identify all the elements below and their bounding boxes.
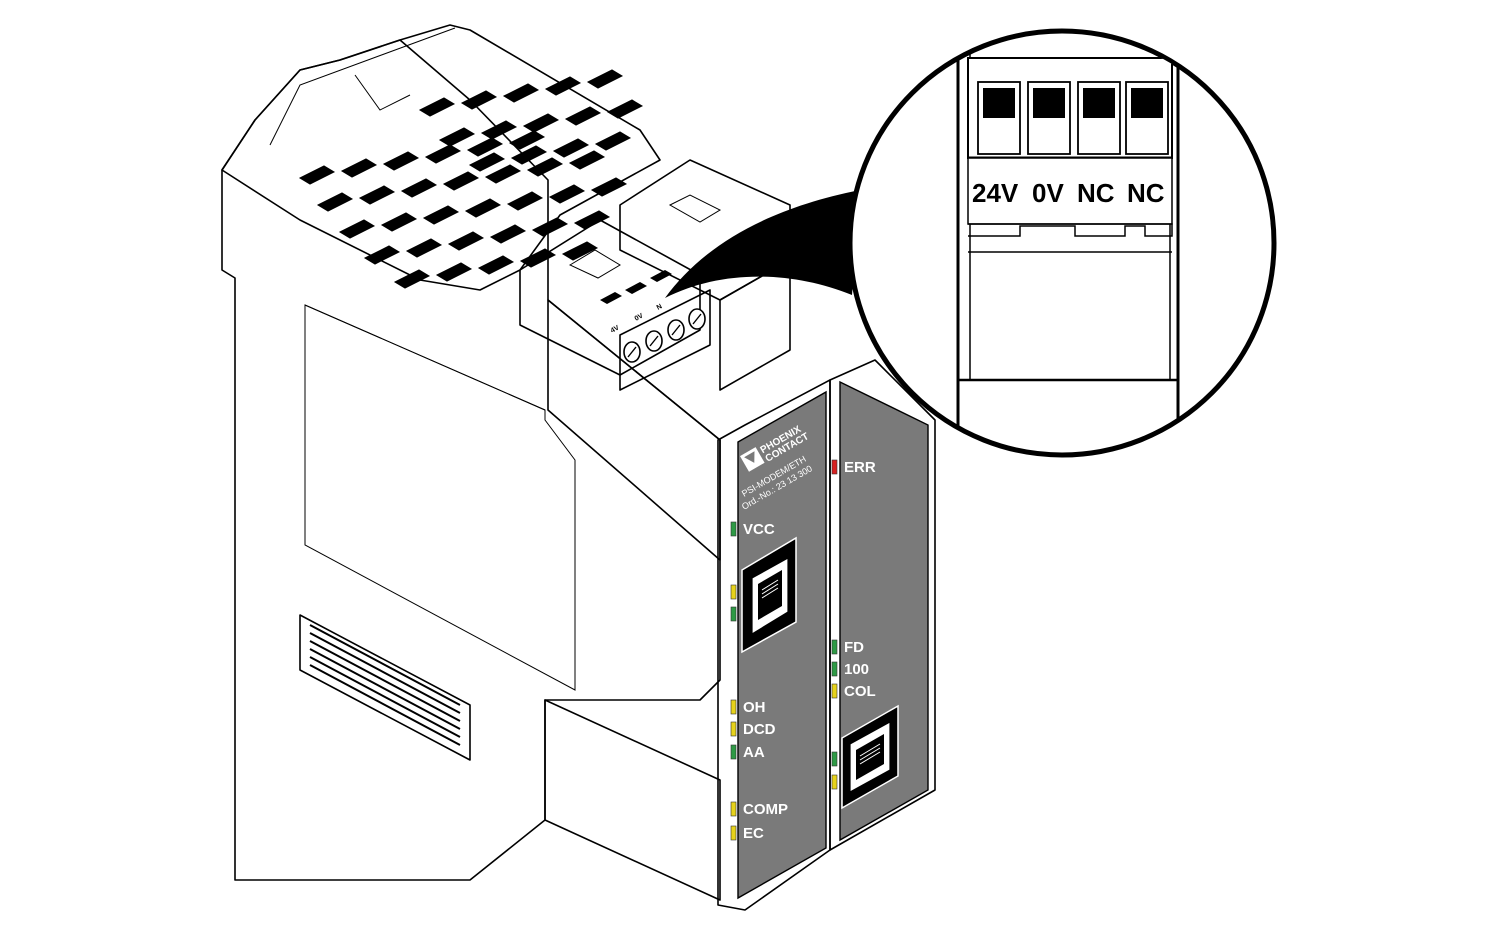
status-led [831, 639, 838, 655]
vent-slot [435, 262, 473, 282]
vent-slot [489, 224, 527, 244]
status-led [730, 721, 737, 737]
vent-slot [405, 238, 443, 258]
housing [221, 24, 721, 901]
status-led [831, 459, 838, 475]
vent-slot [590, 177, 628, 197]
vent-slot [422, 205, 460, 225]
vent-slot [552, 138, 590, 158]
status-led [730, 744, 737, 760]
vent-slot [442, 171, 480, 191]
status-led [730, 801, 737, 817]
led-label: 100 [844, 661, 869, 678]
zoom-terminal-label: 0V [1032, 178, 1064, 208]
vent-slot [298, 165, 336, 185]
status-led [831, 751, 838, 767]
zoom-terminal-label: NC [1127, 178, 1165, 208]
vent-slot [340, 158, 378, 178]
led-label: COMP [743, 801, 788, 818]
terminal-label-n: N [656, 303, 664, 312]
vent-slot [400, 178, 438, 198]
rj45-ethernet-port [841, 704, 899, 810]
status-led [730, 825, 737, 841]
vent-slot [544, 76, 582, 96]
front-module-left: PHOENIX CONTACT PSI-MODEM/ETH Ord.-No.: … [717, 379, 831, 911]
status-led [831, 683, 838, 699]
led-label: FD [844, 639, 864, 656]
vent-slot [338, 219, 376, 239]
vent-slot [548, 184, 586, 204]
led-label: DCD [743, 721, 776, 738]
zoom-terminal-opening [1083, 88, 1115, 118]
ventilation-grille [298, 69, 644, 289]
vent-slot [363, 245, 401, 265]
vent-slot [594, 131, 632, 151]
vent-slot [468, 152, 506, 172]
terminal-screws [623, 308, 706, 363]
din-rail-clip [299, 614, 471, 761]
zoom-terminal-opening [983, 88, 1015, 118]
vent-slot [447, 231, 485, 251]
zoom-terminal-opening [1131, 88, 1163, 118]
vent-slot [526, 157, 564, 177]
vent-slot [358, 185, 396, 205]
vent-slot [316, 192, 354, 212]
side-label-area [304, 304, 576, 691]
vent-slot [573, 210, 611, 230]
status-led [730, 521, 737, 537]
vent-slot [424, 144, 462, 164]
status-led [730, 606, 737, 622]
vent-slot [586, 69, 624, 89]
terminal-label-0v: 0V [634, 312, 645, 322]
zoom-terminal-opening [1033, 88, 1065, 118]
zoom-terminal-slots [977, 81, 1169, 155]
vent-slot [531, 217, 569, 237]
vent-slot [393, 269, 431, 289]
vent-slot [561, 241, 599, 261]
vent-slot [382, 151, 420, 171]
zoom-terminal-label: NC [1077, 178, 1115, 208]
zoom-detail: 24V 0V NC NC [847, 28, 1277, 458]
vent-slot [564, 106, 602, 126]
led-label: EC [743, 825, 764, 842]
status-led [831, 774, 838, 790]
front-panel-right [839, 380, 929, 842]
led-label: COL [844, 683, 876, 700]
terminal-block-power: 4V 0V N [519, 219, 711, 391]
vent-slot [484, 164, 522, 184]
led-label: ERR [844, 459, 876, 476]
vent-slot [418, 97, 456, 117]
vent-slot [506, 191, 544, 211]
status-led [730, 584, 737, 600]
vent-slot [380, 212, 418, 232]
status-led [831, 661, 838, 677]
vent-slot [464, 198, 502, 218]
vent-slot [508, 130, 546, 150]
vent-slot [606, 99, 644, 119]
status-led [730, 699, 737, 715]
callout-pointer [665, 190, 860, 298]
vent-slot [568, 150, 606, 170]
vent-slot [502, 83, 540, 103]
vent-slot [466, 137, 504, 157]
terminal-label-24v: 4V [610, 324, 621, 334]
vent-slot [460, 90, 498, 110]
vent-slot [438, 127, 476, 147]
vent-slot [510, 145, 548, 165]
led-label: AA [743, 744, 765, 761]
led-label: OH [743, 699, 766, 716]
housing-top [221, 24, 661, 291]
zoom-terminal-label: 24V [972, 178, 1019, 208]
rj11-phone-port [741, 536, 797, 654]
zoom-terminal-labels: 24V 0V NC NC [972, 178, 1165, 208]
vent-slot [477, 255, 515, 275]
vent-slot [522, 113, 560, 133]
left-led-column: VCC OH DCD AA COMP EC [730, 521, 788, 842]
front-panel-left [737, 390, 827, 900]
vent-slot [480, 120, 518, 140]
led-label: VCC [743, 521, 775, 538]
